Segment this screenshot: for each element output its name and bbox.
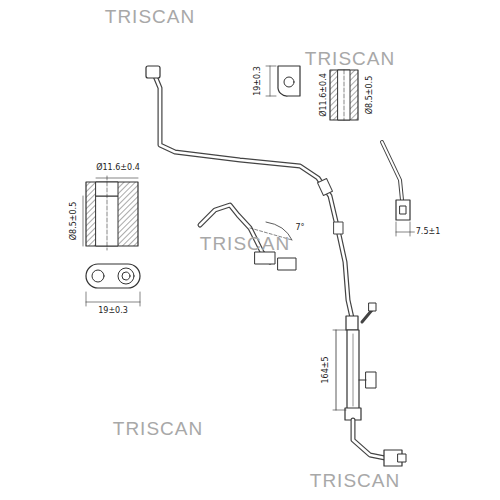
dimension-label: 19±0.3 — [97, 307, 129, 315]
watermark: TRISCAN — [112, 419, 204, 438]
watermark: TRISCAN — [104, 7, 196, 26]
dimension-label: Ø11.6±0.4 — [95, 164, 141, 172]
dimension-label: Ø11.6±0.4 — [320, 72, 328, 118]
angle-label: 7° — [294, 224, 305, 232]
dimension-label: Ø8.5±0.5 — [70, 201, 78, 241]
dimension-label: 164±5 — [322, 355, 330, 384]
dimension-label: 19±0.3 — [254, 65, 262, 97]
watermark: TRISCAN — [304, 49, 396, 68]
watermark: TRISCAN — [199, 234, 291, 253]
watermark: TRISCAN — [309, 471, 401, 490]
dimension-label: Ø8.5±0.5 — [366, 75, 374, 115]
dimension-label: 7.5±1 — [415, 228, 442, 236]
